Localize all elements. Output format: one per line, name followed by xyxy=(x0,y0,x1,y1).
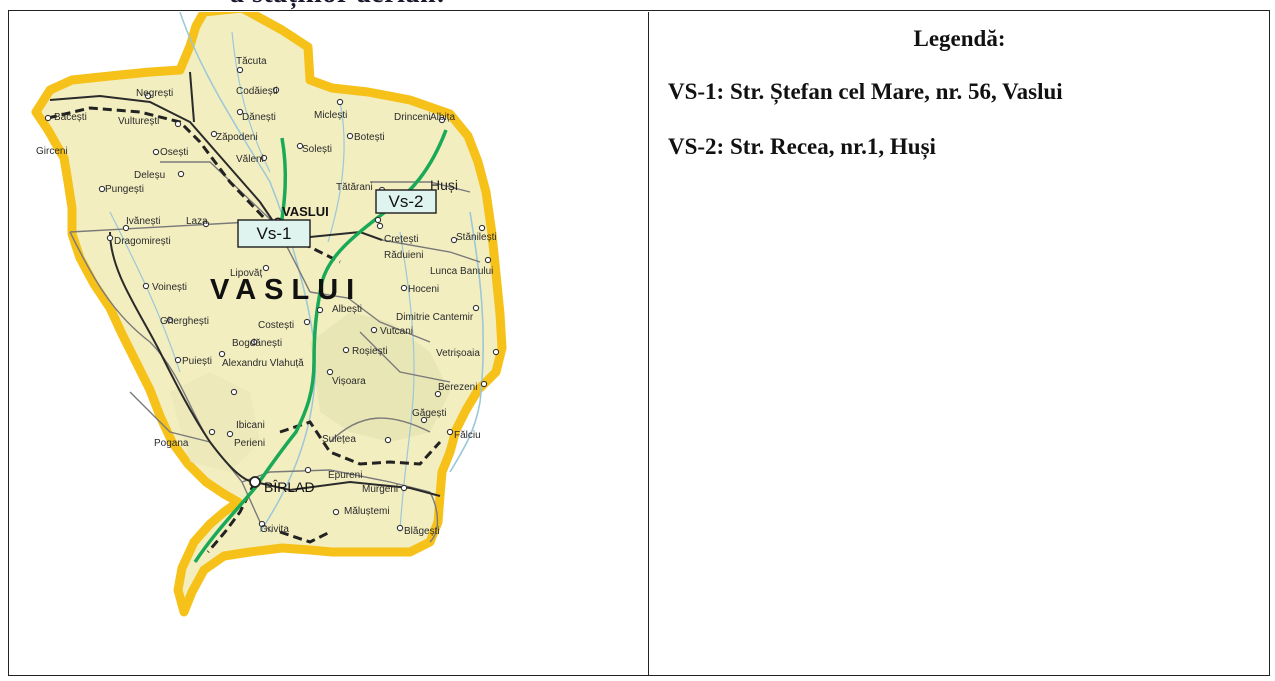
town-dots xyxy=(44,66,500,532)
birlad-dot xyxy=(249,476,261,488)
railway xyxy=(47,106,341,264)
place-cretesti: Crețești xyxy=(384,234,418,245)
svg-text:Vs-1: Vs-1 xyxy=(257,224,292,243)
map-panel: Negrești Băcești Vulturești Tăcuta Codăi… xyxy=(10,3,646,674)
place-dragomiresti: Dragomirești xyxy=(114,236,171,247)
place-zapodeni: Zăpodeni xyxy=(216,132,258,143)
place-alexandru-vlahuta: Alexandru Vlahuță xyxy=(222,358,304,369)
legend-title: Legendă: xyxy=(913,26,1006,51)
place-malusteni: Măluștemi xyxy=(344,506,390,517)
place-albesti: Albești xyxy=(332,304,362,315)
legend-entry-vs1: VS-1: Str. Ștefan cel Mare, nr. 56, Vasl… xyxy=(668,79,1063,104)
place-codaiesti: Codăiești xyxy=(236,86,278,97)
place-suletesi: Sulețea xyxy=(322,434,356,445)
place-solesti: Solești xyxy=(302,144,332,155)
place-grivita: Grivita xyxy=(260,524,289,535)
place-raduieni: Răduieni xyxy=(384,250,423,261)
place-berezeni: Berezeni xyxy=(438,382,477,393)
place-pungesti: Pungești xyxy=(105,184,144,195)
place-girceni: Girceni xyxy=(36,146,68,157)
place-deleni: Deleșu xyxy=(134,170,165,181)
place-laza: Laza xyxy=(186,216,208,227)
place-husi: Huși xyxy=(430,177,458,193)
place-lunca-banului: Lunca Banului xyxy=(430,266,493,277)
place-murgeni: Murgeni xyxy=(362,484,398,495)
place-visoara: Vișoara xyxy=(332,376,366,387)
place-tatarani: Tătărani xyxy=(336,182,373,193)
place-rosiesti: Roșiești xyxy=(352,346,388,357)
place-osesti: Osești xyxy=(160,147,188,158)
place-ivanesti: Ivănești xyxy=(126,216,160,227)
legend-panel: Legendă: VS-1: Str. Ștefan cel Mare, nr.… xyxy=(651,12,1268,674)
place-birlad: BÎRLAD xyxy=(264,479,315,495)
place-gherghesti: Gherghești xyxy=(160,316,209,327)
place-tacuta: Tăcuta xyxy=(236,56,267,67)
place-vaslui-city: VASLUI xyxy=(282,204,329,219)
place-puiesti: Puiești xyxy=(182,356,212,367)
place-bogdanesti: Bogdănești xyxy=(232,338,282,349)
place-blagesti: Blăgești xyxy=(404,526,440,537)
place-darlesti: Dănești xyxy=(242,112,276,123)
station-marker-vs1: Vs-1 xyxy=(237,219,311,248)
place-orinceni: Drinceni xyxy=(394,112,431,123)
place-epureni: Epureni xyxy=(328,470,362,481)
place-gagesti: Găgești xyxy=(412,408,446,419)
county-label: VASLUI xyxy=(210,274,362,306)
place-pereni: Perieni xyxy=(234,438,265,449)
frame-divider xyxy=(648,12,649,676)
place-stanilesti: Stănilești xyxy=(456,232,497,243)
place-botesti: Botești xyxy=(354,132,385,143)
place-voinesti: Voinești xyxy=(152,282,187,293)
place-pogana: Pogana xyxy=(154,438,189,449)
place-vetrisoaia: Vetrișoaia xyxy=(436,348,480,359)
place-vulturesti: Vulturești xyxy=(118,116,159,127)
heading-fragment: a stațiilor aerian: xyxy=(230,0,446,10)
place-hoceni: Hoceni xyxy=(408,284,439,295)
place-costesti: Costești xyxy=(258,320,294,331)
legend-entry-vs2: VS-2: Str. Recea, nr.1, Huși xyxy=(668,134,936,159)
place-dimitrie-cantemir: Dimitrie Cantemir xyxy=(396,312,474,323)
place-ibicani: Ibicani xyxy=(236,420,265,431)
svg-text:Vs-2: Vs-2 xyxy=(389,192,424,211)
place-negresti: Negrești xyxy=(136,88,173,99)
place-bacesti: Băcești xyxy=(54,112,87,123)
place-miclesti: Miclești xyxy=(314,110,347,121)
place-lipovat: Lipovăț xyxy=(230,268,262,279)
place-vutcani: Vutcani xyxy=(380,326,413,337)
county-map: Negrești Băcești Vulturești Tăcuta Codăi… xyxy=(31,3,507,617)
place-falciu: Fălciu xyxy=(454,430,481,441)
station-marker-vs2: Vs-2 xyxy=(375,189,437,214)
county-shape xyxy=(31,3,507,617)
place-valeni: Văleni xyxy=(236,154,264,165)
place-albita: Albița xyxy=(430,112,455,123)
